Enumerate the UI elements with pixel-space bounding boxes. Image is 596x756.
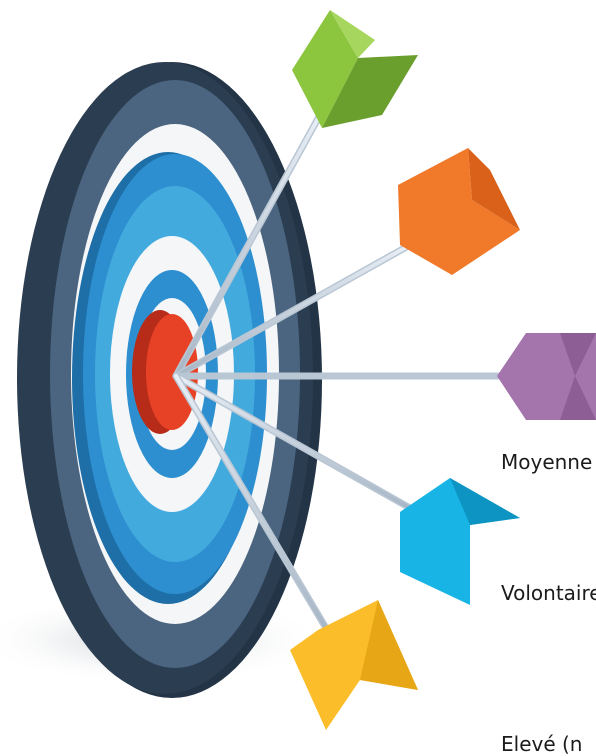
cyan-arrow-icon [172, 372, 520, 605]
purple-arrow-icon [172, 333, 596, 420]
label-eleve: Elevé (n [501, 732, 583, 756]
orange-arrow-icon [172, 148, 520, 380]
target-icon [17, 62, 322, 698]
yellow-arrow-icon [172, 372, 418, 730]
label-moyenne: Moyenne [501, 450, 593, 474]
label-volontaire: Volontaire [501, 581, 596, 605]
green-arrow-icon [172, 10, 418, 380]
